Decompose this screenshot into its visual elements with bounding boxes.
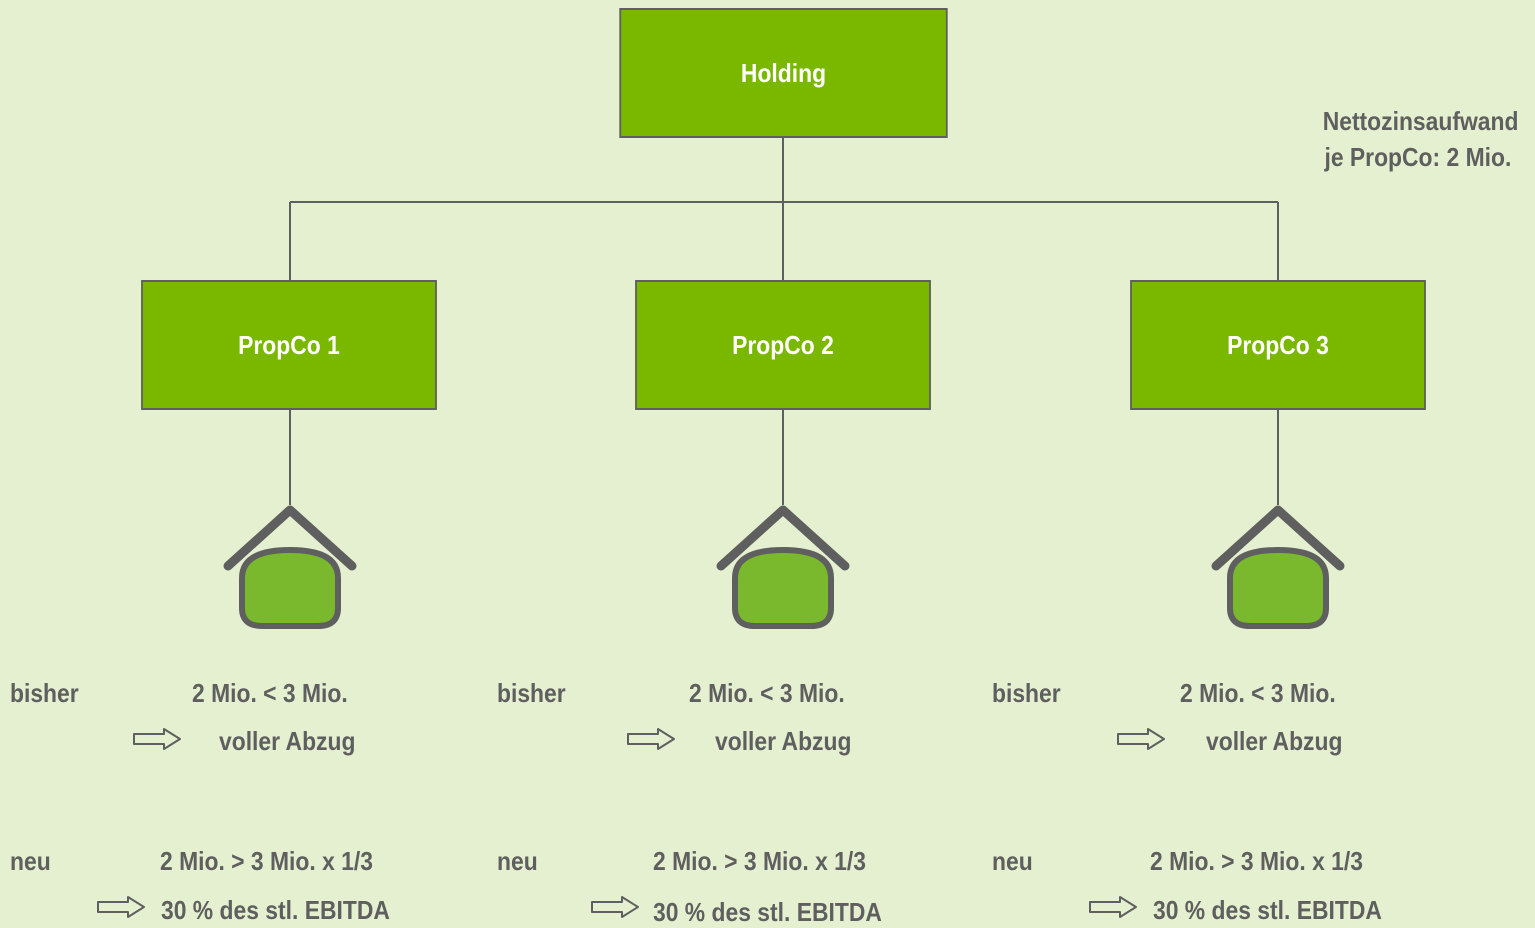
propco-1-label: PropCo 1 xyxy=(238,329,340,360)
neu-label: neu xyxy=(497,846,538,876)
bisher-label: bisher xyxy=(497,678,566,708)
double-arrow-right-icon xyxy=(97,896,145,918)
propco-1-box: PropCo 1 xyxy=(141,280,437,410)
propco-3-label: PropCo 3 xyxy=(1227,329,1329,360)
propco-2-label: PropCo 2 xyxy=(732,329,834,360)
double-arrow-right-icon xyxy=(1089,896,1137,918)
neu-compare: 2 Mio. > 3 Mio. x 1/3 xyxy=(1150,846,1363,876)
neu-result: 30 % des stl. EBITDA xyxy=(1153,895,1382,925)
bisher-result: voller Abzug xyxy=(1206,726,1343,756)
double-arrow-right-icon xyxy=(1117,728,1165,750)
neu-compare: 2 Mio. > 3 Mio. x 1/3 xyxy=(160,846,373,876)
double-arrow-right-icon xyxy=(133,728,181,750)
holding-box: Holding xyxy=(619,8,948,138)
bisher-result: voller Abzug xyxy=(219,726,356,756)
house-icon xyxy=(223,505,357,629)
neu-label: neu xyxy=(10,846,51,876)
note-line-2: je PropCo: 2 Mio. xyxy=(1324,142,1511,172)
bisher-compare: 2 Mio. < 3 Mio. xyxy=(1180,678,1336,708)
double-arrow-right-icon xyxy=(627,728,675,750)
bisher-label: bisher xyxy=(10,678,79,708)
neu-result: 30 % des stl. EBITDA xyxy=(161,895,390,925)
bisher-result: voller Abzug xyxy=(715,726,852,756)
house-icon xyxy=(1211,505,1345,629)
bisher-compare: 2 Mio. < 3 Mio. xyxy=(192,678,348,708)
neu-result: 30 % des stl. EBITDA xyxy=(653,897,882,927)
holding-label: Holding xyxy=(740,57,827,88)
bisher-label: bisher xyxy=(992,678,1061,708)
bisher-compare: 2 Mio. < 3 Mio. xyxy=(689,678,845,708)
neu-label: neu xyxy=(992,846,1033,876)
neu-compare: 2 Mio. > 3 Mio. x 1/3 xyxy=(653,846,866,876)
note-line-1: Nettozinsaufwand xyxy=(1322,106,1518,136)
double-arrow-right-icon xyxy=(591,896,639,918)
propco-2-box: PropCo 2 xyxy=(635,280,931,410)
house-icon xyxy=(716,505,850,629)
propco-3-box: PropCo 3 xyxy=(1130,280,1426,410)
